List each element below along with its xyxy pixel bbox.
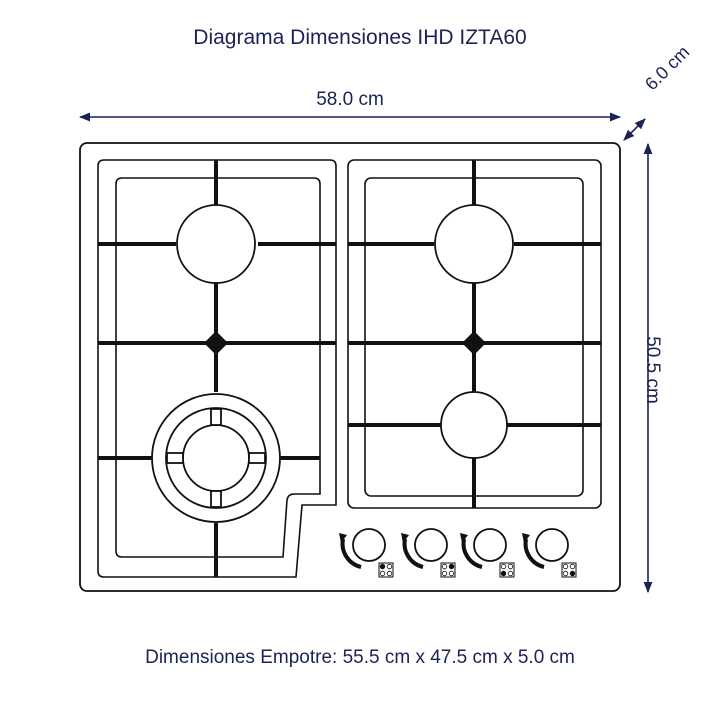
right-grate-center-diamond [462, 331, 486, 355]
control-knob [522, 528, 577, 578]
burner-top-right [434, 204, 514, 284]
diagram-title: Diagrama Dimensiones IHD IZTA60 [193, 26, 527, 49]
left-grate-outer [97, 159, 337, 578]
burner-indicator-icon [561, 562, 577, 578]
burner-indicator-icon [378, 562, 394, 578]
left-grate-center-diamond [204, 331, 228, 355]
left-grate-bars [98, 160, 336, 577]
control-knob [401, 528, 456, 578]
left-grate-inner [115, 177, 321, 558]
control-knob [460, 528, 515, 578]
cooktop-outline [79, 142, 621, 592]
burner-bottom-left-wok [151, 393, 281, 523]
control-knobs [339, 528, 577, 578]
burner-indicator-icon [440, 562, 456, 578]
burner-bottom-right [440, 391, 508, 459]
depth-arrow [623, 118, 646, 141]
cutout-dimensions-label: Dimensiones Empotre: 55.5 cm x 47.5 cm x… [145, 647, 575, 668]
control-knob [339, 528, 394, 578]
burner-indicator-icon [499, 562, 515, 578]
burner-top-left [176, 204, 256, 284]
width-dimension-label: 58.0 cm [316, 89, 384, 110]
